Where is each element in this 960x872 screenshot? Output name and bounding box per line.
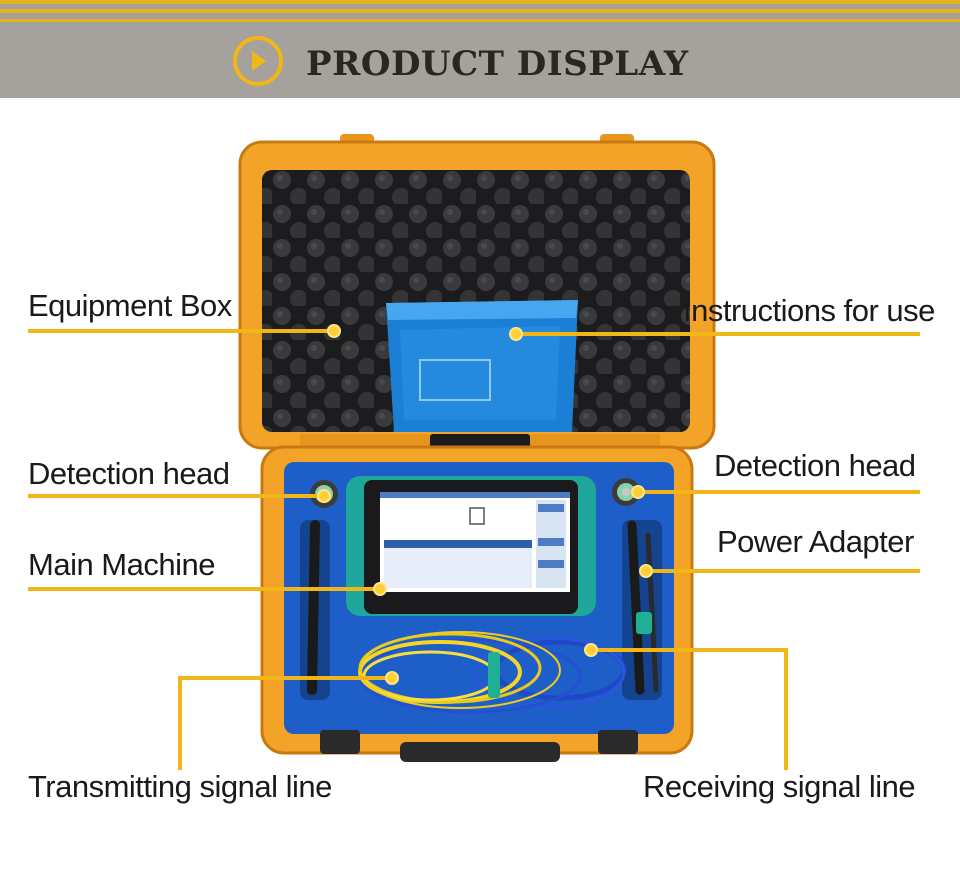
label-receiving-line: Receiving signal line: [643, 769, 916, 804]
label-main-machine: Main Machine: [28, 547, 215, 582]
callout-lines: [28, 329, 920, 770]
label-equipment-box: Equipment Box: [28, 288, 232, 323]
callout-dot: [317, 489, 331, 503]
main-machine: [346, 476, 596, 616]
label-instructions: Instructions for use: [683, 293, 935, 328]
header-banner: PRODUCT DISPLAY: [0, 0, 960, 98]
equipment-box-lid: [238, 134, 716, 450]
page-title: PRODUCT DISPLAY: [306, 44, 689, 84]
callout-dot: [385, 671, 399, 685]
label-power-adapter: Power Adapter: [717, 524, 914, 559]
callout-dot: [327, 324, 341, 338]
header-stripe: [0, 19, 960, 22]
label-transmitting-line: Transmitting signal line: [28, 769, 332, 804]
label-detection-head-right: Detection head: [714, 448, 916, 483]
signal-lines: [358, 631, 627, 714]
left-cable: [307, 520, 320, 695]
callout-dot: [373, 582, 387, 596]
instructions-bag: [386, 300, 578, 432]
chevron-right-icon: [233, 36, 283, 86]
callout-dot: [584, 643, 598, 657]
callout-dot: [509, 327, 523, 341]
detection-head-right: [612, 478, 640, 506]
label-detection-head-left: Detection head: [28, 456, 230, 491]
header-stripe: [0, 0, 960, 4]
callout-dot: [639, 564, 653, 578]
power-adapter: [622, 520, 662, 700]
callout-dot: [631, 485, 645, 499]
product-photo: [28, 134, 920, 770]
header-stripe: [0, 9, 960, 13]
